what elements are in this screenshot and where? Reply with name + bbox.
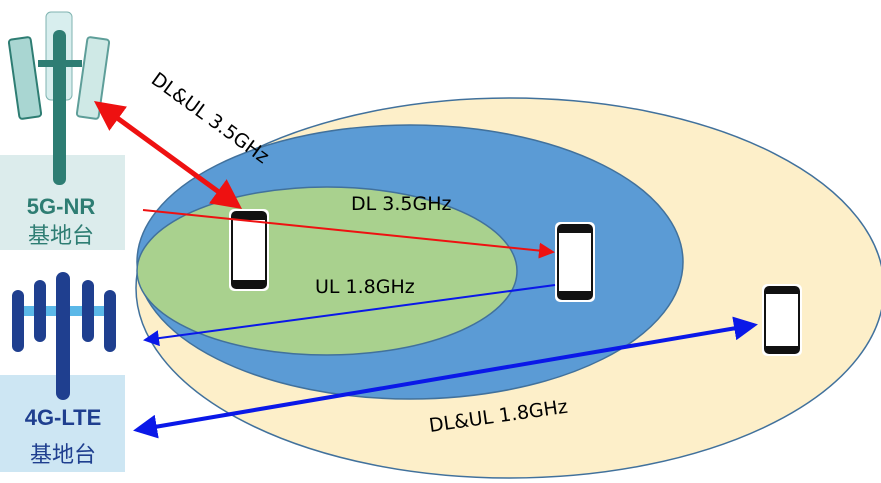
label-ul-1800: UL 1.8GHz	[315, 276, 415, 298]
4g-station-name: 4G-LTE	[25, 405, 102, 430]
link-dl-ul-1800-arrow	[133, 316, 758, 439]
link-dl-3500-arrow	[142, 209, 555, 259]
label-dl-3500: DL 3.5GHz	[351, 193, 451, 215]
5g-nr-base-station: 5G-NR 基地台	[0, 11, 125, 250]
5g-station-name: 5G-NR	[27, 194, 96, 219]
4g-station-suffix: 基地台	[30, 443, 96, 468]
5g-tower-icon	[7, 11, 111, 185]
phone-near	[229, 209, 269, 291]
4g-antenna-icon	[12, 272, 116, 400]
link-dl-ul-3500-arrow	[93, 101, 243, 209]
phone-mid	[555, 222, 595, 302]
5g-station-suffix: 基地台	[28, 224, 94, 249]
phone-far	[762, 284, 802, 356]
coverage-3500-dl-ul	[136, 186, 518, 356]
4g-lte-base-station: 4G-LTE 基地台	[0, 272, 125, 472]
